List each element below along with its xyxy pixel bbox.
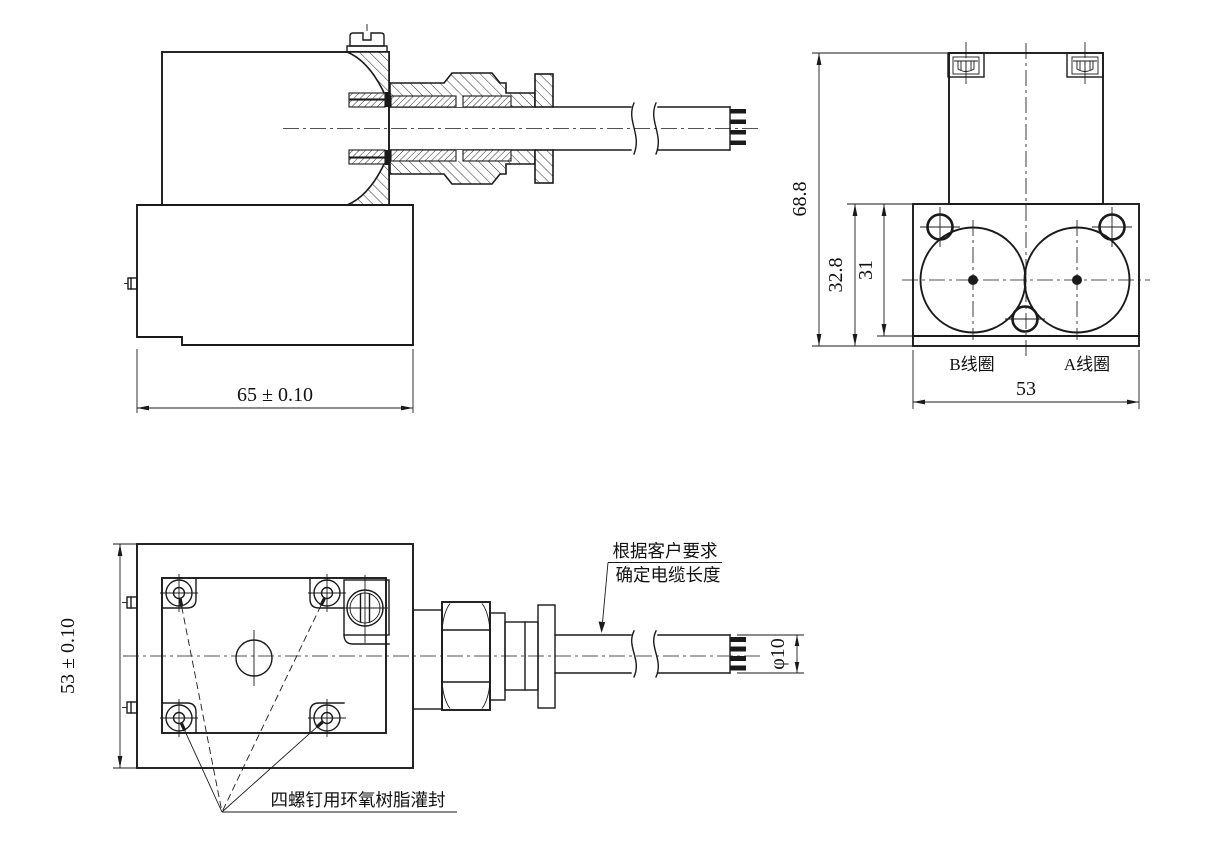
side-tab xyxy=(122,596,138,609)
seal-block-lower xyxy=(385,150,392,165)
dimension-text-overall-height: 68.8 xyxy=(789,182,811,217)
dimension-text-cable-diameter: φ10 xyxy=(767,638,789,670)
gland-flange-plate xyxy=(537,604,556,709)
dimension-body-width: 65 ± 0.10 xyxy=(136,349,414,413)
dimension-body-height: 53 ± 0.10 xyxy=(57,543,137,769)
dimension-text-body-height: 53 ± 0.10 xyxy=(57,618,79,694)
epoxy-note-text: 四螺钉用环氧树脂灌封 xyxy=(271,790,446,810)
end-view-centerlines xyxy=(902,43,1150,360)
side-tab xyxy=(124,277,138,290)
cable-note-line1: 根据客户要求 xyxy=(613,541,718,561)
wire-pins xyxy=(730,109,746,145)
leader-arrow xyxy=(598,621,606,633)
dimension-text-body-width: 65 ± 0.10 xyxy=(237,384,313,406)
sheath-strip xyxy=(462,149,512,162)
seal-block-upper xyxy=(385,92,392,107)
socket-screw-left xyxy=(947,42,985,84)
cable-note-line2: 确定电缆长度 xyxy=(616,565,721,585)
cover-plate-outline xyxy=(161,577,387,734)
cable-side-view xyxy=(552,102,746,155)
cable-break-symbol xyxy=(631,630,637,678)
corner-screw-top-left xyxy=(160,574,198,612)
cable-break-symbol xyxy=(653,102,659,155)
gland-flange-lower xyxy=(534,149,554,184)
dimension-text-block-height: 31 xyxy=(855,260,877,280)
end-view: B线圈 A线圈 68.8 32.8 31 xyxy=(789,42,1150,409)
screw-pockets xyxy=(161,577,345,734)
corner-screw-bottom-right xyxy=(308,699,346,737)
sheath-strip xyxy=(390,95,457,108)
dimension-cable-diameter: φ10 xyxy=(737,634,804,674)
central-hole xyxy=(235,630,273,686)
dimension-text-block-width: 53 xyxy=(1016,378,1036,400)
side-section-view: 65 ± 0.10 xyxy=(124,24,762,413)
gland-seal-washers xyxy=(348,92,392,165)
coil-b-label: B线圈 xyxy=(949,355,994,374)
cable-gland-section xyxy=(389,72,554,185)
wire-pins xyxy=(730,637,746,671)
slotted-screw xyxy=(343,575,390,645)
coil-a-label: A线圈 xyxy=(1064,355,1110,374)
dimension-block-width: 53 xyxy=(912,350,1140,409)
corner-screw-top-right xyxy=(308,574,346,612)
corner-screw-bottom-left xyxy=(160,699,198,737)
dimension-mount-height: 32.8 xyxy=(825,203,913,346)
epoxy-note: 四螺钉用环氧树脂灌封 xyxy=(181,605,457,813)
sheath-strip xyxy=(462,95,512,108)
socket-screw-right xyxy=(1066,42,1104,84)
valve-body-outline xyxy=(136,204,414,346)
cable-break-symbol xyxy=(631,102,637,155)
gland-flange-upper xyxy=(534,73,554,108)
dimension-overall-height: 68.8 xyxy=(789,52,949,347)
sheath-strip xyxy=(390,149,457,162)
top-view: 53 ± 0.10 φ10 根据客户要求 确定电缆长度 四螺钉用环氧树脂灌封 xyxy=(57,541,804,813)
cable-top-view xyxy=(554,630,746,678)
dimension-block-height: 31 xyxy=(855,204,913,337)
cable-length-note: 根据客户要求 确定电缆长度 xyxy=(598,541,722,633)
dimension-text-mount-height: 32.8 xyxy=(825,258,847,293)
side-tab xyxy=(122,701,138,714)
